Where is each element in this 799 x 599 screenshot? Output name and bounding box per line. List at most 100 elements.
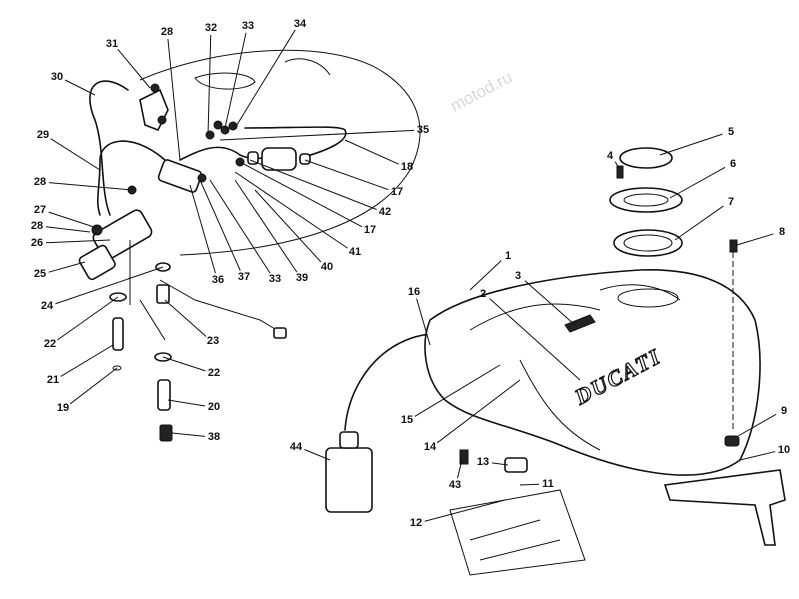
leader-line	[436, 379, 521, 444]
fuel-hoses	[89, 80, 506, 431]
callout-number: 13	[477, 456, 489, 468]
callout-number: 31	[106, 38, 118, 50]
fuel-pump	[78, 209, 153, 281]
leader-line	[519, 483, 540, 486]
callout-number: 26	[31, 237, 43, 249]
callout-number: 19	[57, 402, 69, 414]
leader-line	[69, 367, 118, 405]
leader-line	[491, 462, 509, 466]
leader-line	[167, 38, 181, 161]
leader-line	[234, 29, 296, 129]
callout-number: 36	[212, 274, 224, 286]
callout-number: 24	[41, 300, 54, 312]
callout-number: 1	[505, 250, 511, 262]
callout-number: 16	[408, 286, 420, 298]
callout-number: 33	[269, 273, 281, 285]
callout-number: 38	[208, 431, 220, 443]
callout-number: 42	[379, 206, 391, 218]
leader-line	[524, 280, 576, 326]
leader-line	[57, 296, 119, 341]
callout-number: 27	[34, 204, 46, 216]
leader-line	[456, 459, 463, 479]
leader-line	[48, 182, 133, 191]
leader-line	[424, 499, 506, 522]
callout-number: 15	[401, 414, 413, 426]
leader-line	[171, 432, 206, 437]
leader-line	[64, 79, 96, 96]
callout-number: 37	[238, 271, 250, 283]
callout-number: 30	[51, 71, 63, 83]
callout-number: 21	[47, 374, 59, 386]
callout-number: 39	[296, 272, 308, 284]
callout-number: 28	[34, 176, 46, 188]
callout-number: 5	[728, 126, 734, 138]
mounting-bracket	[449, 435, 786, 576]
leader-line	[224, 32, 247, 129]
leader-lines	[45, 29, 777, 522]
fuel-valve	[127, 83, 245, 195]
leader-line	[162, 356, 206, 372]
fuel-filter	[247, 147, 311, 171]
leader-line	[736, 233, 774, 246]
callout-number: 23	[207, 335, 219, 347]
leader-line	[739, 451, 776, 461]
callout-number: 11	[542, 478, 554, 490]
leader-line	[167, 399, 206, 407]
sensors	[109, 240, 287, 442]
leader-line	[659, 133, 723, 156]
leader-line	[55, 266, 164, 305]
callout-number: 28	[31, 220, 43, 232]
leader-line	[117, 48, 151, 89]
callout-number: 22	[44, 338, 56, 350]
callout-number: 34	[294, 18, 307, 30]
leader-line	[674, 205, 724, 241]
leader-line	[614, 161, 621, 171]
leader-line	[469, 260, 502, 291]
callout-number: 20	[208, 401, 220, 413]
leader-line	[234, 179, 298, 273]
filler-cap-parts	[609, 147, 738, 430]
callout-number: 40	[321, 261, 333, 273]
callout-number: 10	[778, 444, 790, 456]
overflow-bottle	[325, 431, 373, 513]
callout-number: 17	[364, 224, 376, 236]
callout-number: 2	[480, 288, 486, 300]
leader-line	[50, 138, 101, 171]
callout-number: 7	[728, 196, 734, 208]
callout-number: 17	[391, 186, 403, 198]
callout-number: 32	[205, 22, 217, 34]
leader-line	[304, 159, 389, 191]
callout-number: 9	[781, 405, 787, 417]
callout-number: 12	[410, 517, 422, 529]
leader-line	[304, 449, 331, 461]
callout-number: 3	[515, 270, 521, 282]
callout-number: 41	[349, 246, 361, 258]
leader-line	[207, 34, 212, 136]
leader-line	[249, 159, 377, 210]
callout-number: 18	[401, 161, 413, 173]
leader-line	[60, 344, 114, 377]
callout-number: 35	[417, 124, 429, 136]
callout-number: 6	[730, 158, 736, 170]
leader-line	[254, 189, 322, 263]
leader-line	[416, 298, 431, 346]
leader-line	[239, 161, 363, 228]
leader-line	[669, 166, 726, 199]
leader-line	[737, 413, 777, 437]
callout-number: 28	[161, 26, 173, 38]
leader-line	[45, 239, 111, 244]
leader-line	[234, 171, 348, 249]
leader-line	[489, 298, 581, 381]
callout-number: 25	[34, 268, 46, 280]
leader-line	[219, 129, 415, 141]
leader-line	[414, 364, 501, 417]
callout-number: 14	[424, 441, 437, 453]
leader-line	[48, 261, 86, 273]
leader-line	[344, 139, 399, 165]
callout-number: 33	[242, 20, 254, 32]
callout-number: 44	[290, 441, 303, 453]
leader-line	[199, 179, 241, 271]
